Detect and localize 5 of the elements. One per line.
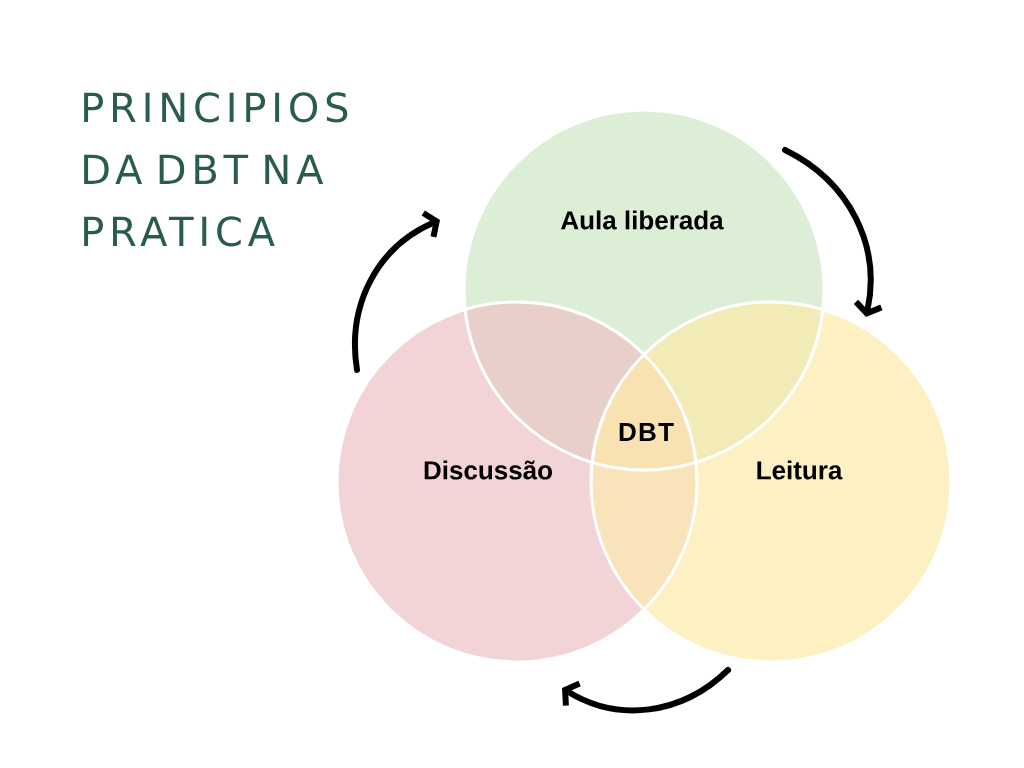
intersection-label: DBT: [619, 423, 674, 441]
title: PRINCIPIOS DA DBT NA PRATICA: [84, 92, 348, 247]
curved-arrow: [782, 147, 883, 317]
curved-arrow: [352, 210, 440, 373]
curved-arrow: [562, 667, 731, 714]
